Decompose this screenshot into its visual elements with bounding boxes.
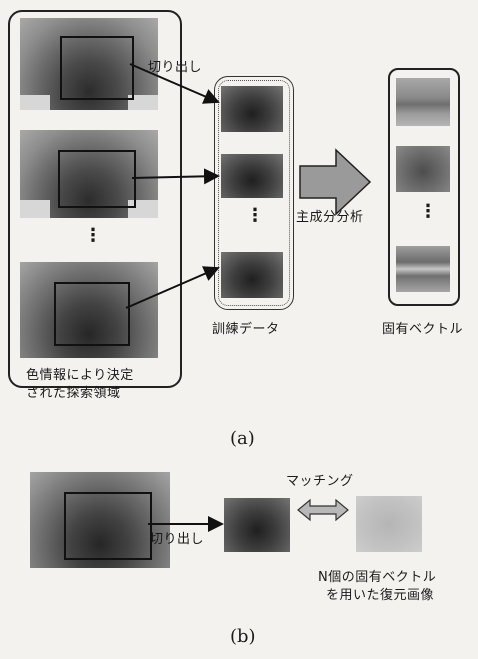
crop-label-b: 切り出し	[150, 532, 205, 547]
matching-double-arrow	[297, 498, 349, 522]
recon-label-2: を用いた復元画像	[326, 588, 435, 603]
arrow-face1-to-training	[129, 63, 220, 104]
arrow-face3-to-training	[125, 266, 220, 309]
cropped-image-b	[224, 498, 290, 552]
eigenvector-group	[388, 68, 460, 306]
search-region-group	[8, 10, 182, 388]
face-image-3	[20, 262, 158, 358]
arrow-face2-to-training	[131, 168, 220, 185]
pca-label: 主成分分析	[296, 210, 364, 225]
matching-label: マッチング	[286, 474, 354, 489]
training-data-group	[214, 76, 294, 310]
eigenvector-label: 固有ベクトル	[382, 322, 464, 337]
reconstructed-image	[356, 496, 422, 552]
eigenvector-image-3	[396, 246, 450, 292]
face-image-b	[30, 472, 170, 568]
search-window-1	[60, 36, 134, 100]
training-sample-1	[221, 86, 283, 132]
search-window-b	[64, 492, 152, 560]
training-data-inner-frame	[218, 80, 290, 306]
face-image-1-bg-left	[20, 95, 50, 110]
face-image-2-bg-left	[20, 200, 50, 218]
face-image-1	[20, 18, 158, 110]
search-region-label-2: された探索領域	[26, 386, 121, 401]
pca-arrow	[299, 148, 372, 216]
face-image-1-bg-right	[128, 95, 158, 110]
search-region-label-1: 色情報により決定	[26, 368, 134, 383]
search-window-3	[54, 282, 130, 346]
crop-label-a: 切り出し	[148, 60, 203, 75]
caption-a: (a)	[230, 428, 255, 449]
training-data-label: 訓練データ	[212, 322, 280, 337]
search-window-2	[58, 150, 136, 208]
caption-b: (b)	[230, 626, 256, 647]
eigenvector-image-1	[396, 78, 450, 126]
training-sample-2	[221, 154, 283, 198]
training-sample-3	[221, 252, 283, 298]
eigenvector-image-2	[396, 146, 450, 192]
recon-label-1: N個の固有ベクトル	[318, 570, 437, 585]
